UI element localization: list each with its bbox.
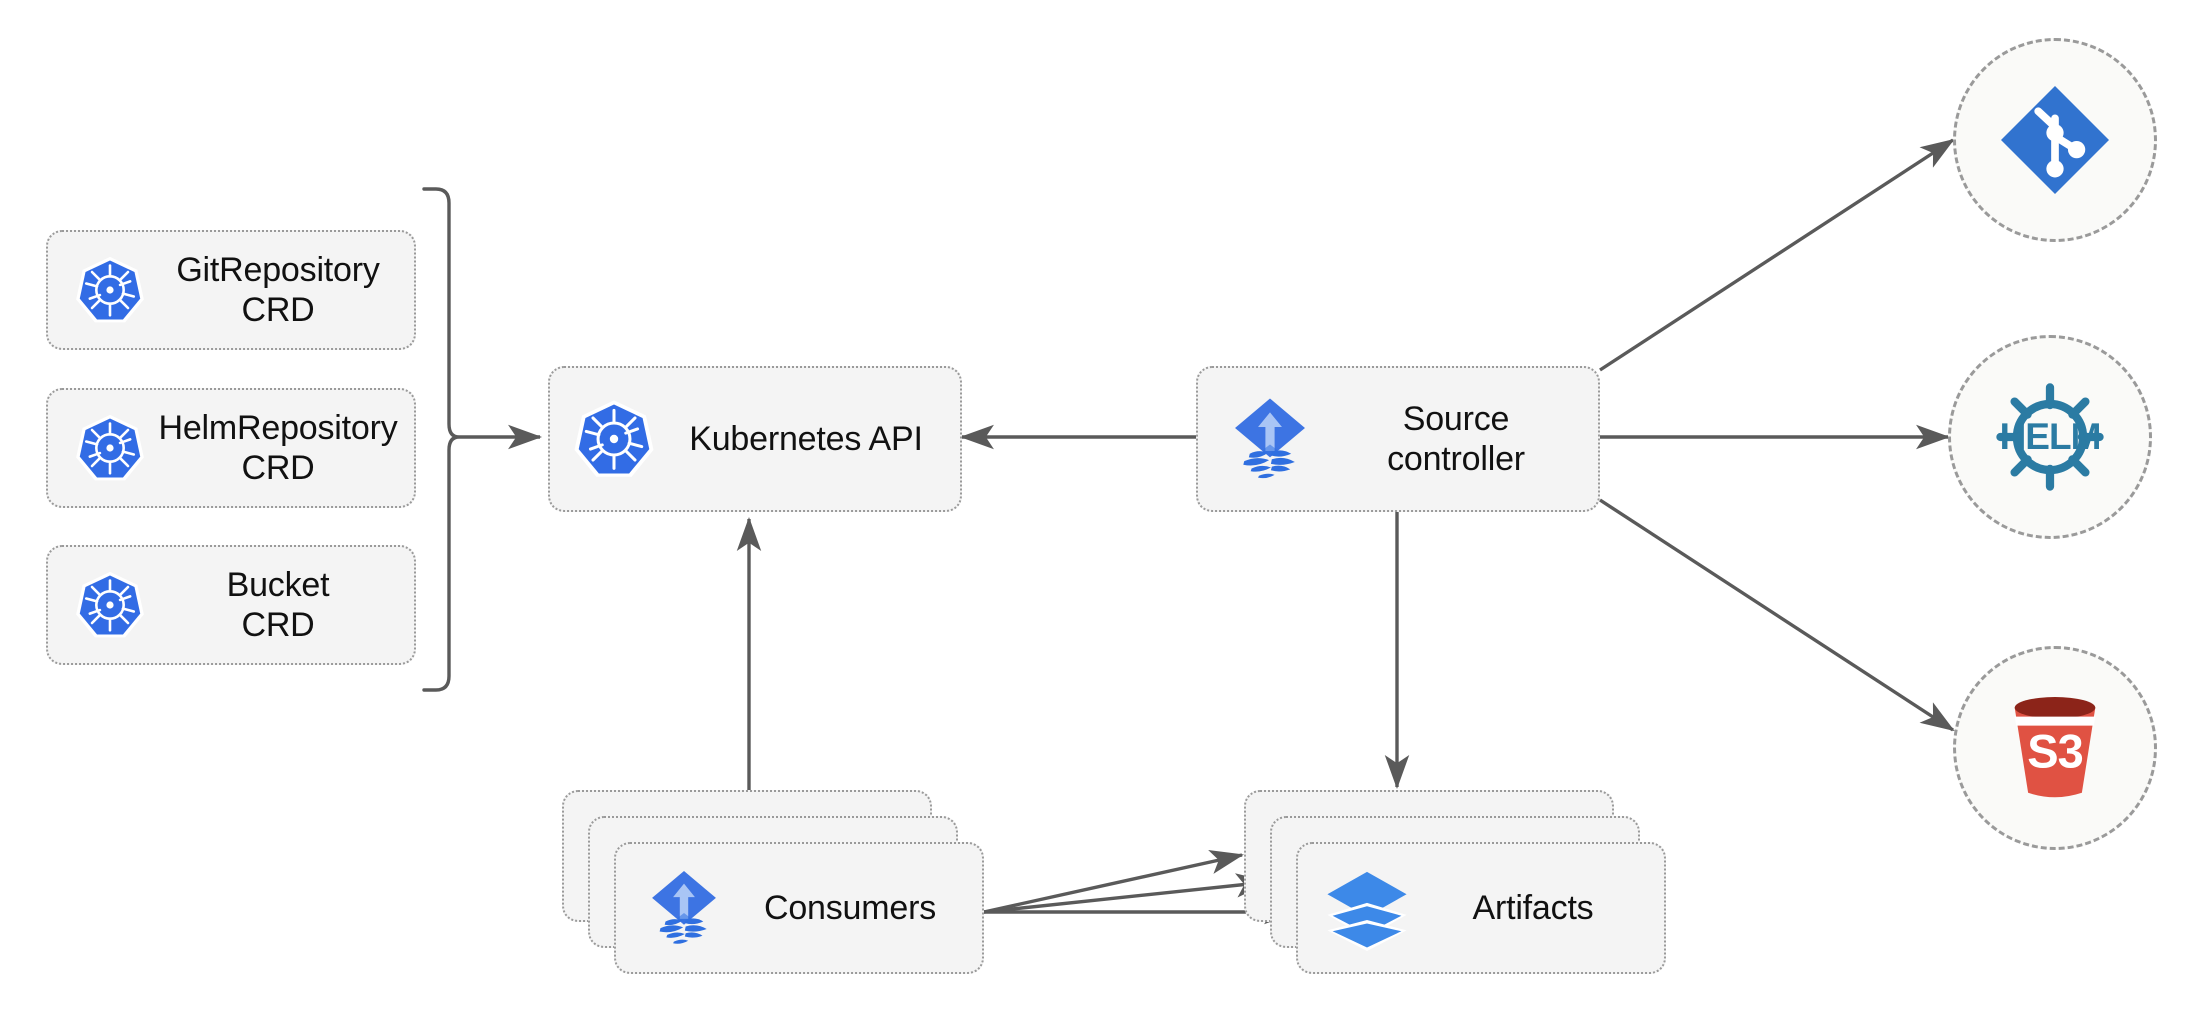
helm-icon: HELM (1985, 378, 2115, 496)
s3-wordmark: S3 (2027, 724, 2084, 778)
crd-label: GitRepository CRD (176, 250, 380, 329)
edge-consumers-to-artifacts-1 (983, 849, 1244, 914)
kubernetes-api-node[interactable]: Kubernetes API (548, 366, 962, 512)
bucket-crd[interactable]: Bucket CRD (46, 545, 416, 665)
helm-source[interactable]: HELM (1948, 335, 2152, 539)
layers-icon (1324, 865, 1410, 951)
kubernetes-icon (74, 569, 146, 641)
edge-source-controller-to-git (1599, 138, 1955, 372)
helm-wordmark: HELM (1999, 416, 2102, 457)
kubernetes-api-label: Kubernetes API (689, 419, 923, 458)
artifacts-label: Artifacts (1472, 888, 1594, 927)
crd-label: HelmRepository CRD (158, 408, 398, 487)
kubernetes-icon (74, 412, 146, 484)
git-icon (1995, 80, 2115, 200)
edge-source-controller-to-s3 (1599, 498, 1955, 732)
s3-source[interactable]: S3 (1953, 646, 2157, 850)
kubernetes-icon (74, 254, 146, 326)
consumers-label: Consumers (763, 888, 937, 927)
s3-icon: S3 (1996, 692, 2114, 804)
artifacts-stack-layer-front[interactable]: Artifacts (1296, 842, 1666, 974)
edge-consumers-to-artifacts-2 (983, 873, 1271, 914)
flux-icon (642, 866, 726, 950)
crd-label: Bucket CRD (226, 565, 330, 644)
crd-group-bracket (422, 187, 460, 692)
source-controller-node[interactable]: Source controller (1196, 366, 1600, 512)
flux-icon (1224, 393, 1316, 485)
git-repository-crd[interactable]: GitRepository CRD (46, 230, 416, 350)
kubernetes-icon (572, 397, 656, 481)
helm-repository-crd[interactable]: HelmRepository CRD (46, 388, 416, 508)
source-controller-label: Source controller (1387, 399, 1525, 478)
consumers-stack-layer-front[interactable]: Consumers (614, 842, 984, 974)
git-source[interactable] (1953, 38, 2157, 242)
